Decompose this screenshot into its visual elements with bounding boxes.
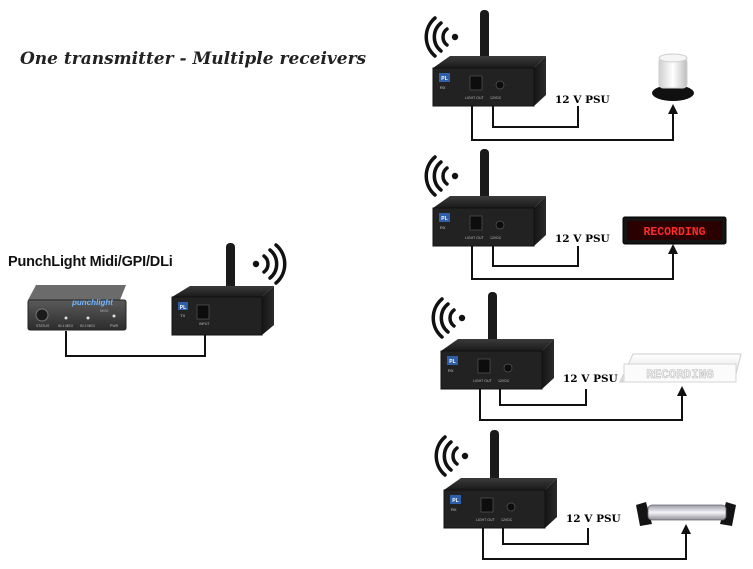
controller-label: PunchLight Midi/GPI/DLi	[8, 254, 173, 270]
beacon-light	[652, 53, 694, 101]
dc-power-port	[503, 363, 513, 373]
controller-port-label: STATUS	[36, 324, 50, 328]
arrow-head-icon	[668, 244, 678, 254]
receiver-unit-4: PL RX LIGHT OUT 12VDC	[443, 430, 557, 529]
transmitter-model: TX	[180, 313, 185, 318]
status-knob-icon	[35, 308, 49, 322]
transmitter-wireless-icon	[252, 243, 287, 285]
psu-cable-1	[492, 106, 579, 128]
receiver-wireless-icon-1	[424, 16, 459, 58]
receiver-badge: PL	[441, 76, 447, 82]
receiver-badge-icon	[447, 356, 458, 365]
receiver-badge-icon	[450, 495, 461, 504]
light-out-port	[480, 497, 494, 513]
receiver-port-label: LIGHT OUT	[465, 236, 484, 240]
psu-label-3: 12 V PSU	[563, 373, 618, 385]
psu-label-4: 12 V PSU	[566, 513, 621, 525]
controller-brand: punchlight	[71, 298, 113, 307]
receiver-antenna	[490, 430, 499, 490]
receiver-badge: PL	[449, 359, 455, 365]
transmitter-unit: PL TX INPUT	[171, 243, 274, 336]
transmitter-badge-icon	[178, 302, 188, 310]
arrow-head-icon	[681, 524, 691, 534]
receiver-port-label: LIGHT OUT	[465, 96, 484, 100]
receiver-model: RX	[440, 85, 446, 90]
receiver-model: RX	[448, 368, 454, 373]
psu-cable-2	[492, 246, 579, 267]
controller-port-label: IN 2 MIDI	[80, 324, 95, 328]
psu-label-2: 12 V PSU	[555, 233, 610, 245]
receiver-port-label: 12VDC	[501, 518, 513, 522]
receiver-model: RX	[440, 225, 446, 230]
receiver-wireless-icon-4	[434, 435, 469, 477]
receiver-antenna	[480, 149, 489, 209]
receiver-model: RX	[451, 507, 457, 512]
controller-port-label: PWR	[110, 324, 119, 328]
light-out-port	[469, 75, 483, 91]
controller-model: MIDI	[100, 308, 108, 313]
light-tube	[636, 502, 736, 526]
psu-cable-3	[499, 389, 587, 406]
receiver-port-label: 12VDC	[490, 236, 502, 240]
transmitter-badge: PL	[180, 305, 186, 311]
receiver-port-label: 12VDC	[490, 96, 502, 100]
receiver-wireless-icon-3	[431, 297, 466, 339]
receiver-unit-3: PL RX LIGHT OUT 12VDC	[440, 292, 554, 390]
controller-unit: punchlight MIDI STATUS IN 1 MIDI IN 2 MI…	[27, 285, 127, 331]
recording-sign-red: RECORDING	[622, 216, 727, 245]
arrow-head-icon	[668, 104, 678, 114]
dc-power-port	[495, 80, 505, 90]
light-out-port	[469, 215, 483, 231]
receiver-unit-1: PL RX LIGHT OUT 12VDC	[432, 10, 546, 107]
controller-to-transmitter-cable	[65, 330, 206, 357]
receiver-badge: PL	[452, 498, 458, 504]
dc-power-port	[495, 220, 505, 230]
dc-power-port	[506, 502, 516, 512]
transmitter-port-label: INPUT	[199, 322, 210, 326]
controller-port-label: IN 1 MIDI	[58, 324, 73, 328]
transmitter-input-port	[196, 304, 210, 320]
receiver-port-label: LIGHT OUT	[473, 379, 492, 383]
receiver-badge-icon	[439, 73, 450, 82]
transmitter-antenna	[226, 243, 235, 293]
psu-cable-4	[502, 528, 589, 545]
receiver-antenna	[488, 292, 497, 352]
receiver-port-label: LIGHT OUT	[476, 518, 495, 522]
receiver-antenna	[480, 10, 489, 68]
receiver-badge-icon	[439, 213, 450, 222]
red-sign-text: RECORDING	[643, 226, 705, 239]
psu-label-1: 12 V PSU	[555, 94, 610, 106]
diagram-title: One transmitter - Multiple receivers	[20, 49, 367, 69]
light-out-port	[477, 358, 491, 374]
receiver-wireless-icon-2	[424, 155, 459, 197]
light-cable-3	[479, 389, 683, 421]
light-cable-2	[471, 246, 674, 280]
white-sign-text: RECORDING	[646, 368, 714, 382]
light-cable-1	[471, 106, 674, 141]
arrow-head-icon	[677, 386, 687, 396]
receiver-unit-2: PL RX LIGHT OUT 12VDC	[432, 149, 546, 247]
receiver-badge: PL	[441, 216, 447, 222]
light-cable-4	[482, 528, 687, 560]
receiver-port-label: 12VDC	[498, 379, 510, 383]
recording-sign-white: RECORDING	[619, 353, 742, 383]
